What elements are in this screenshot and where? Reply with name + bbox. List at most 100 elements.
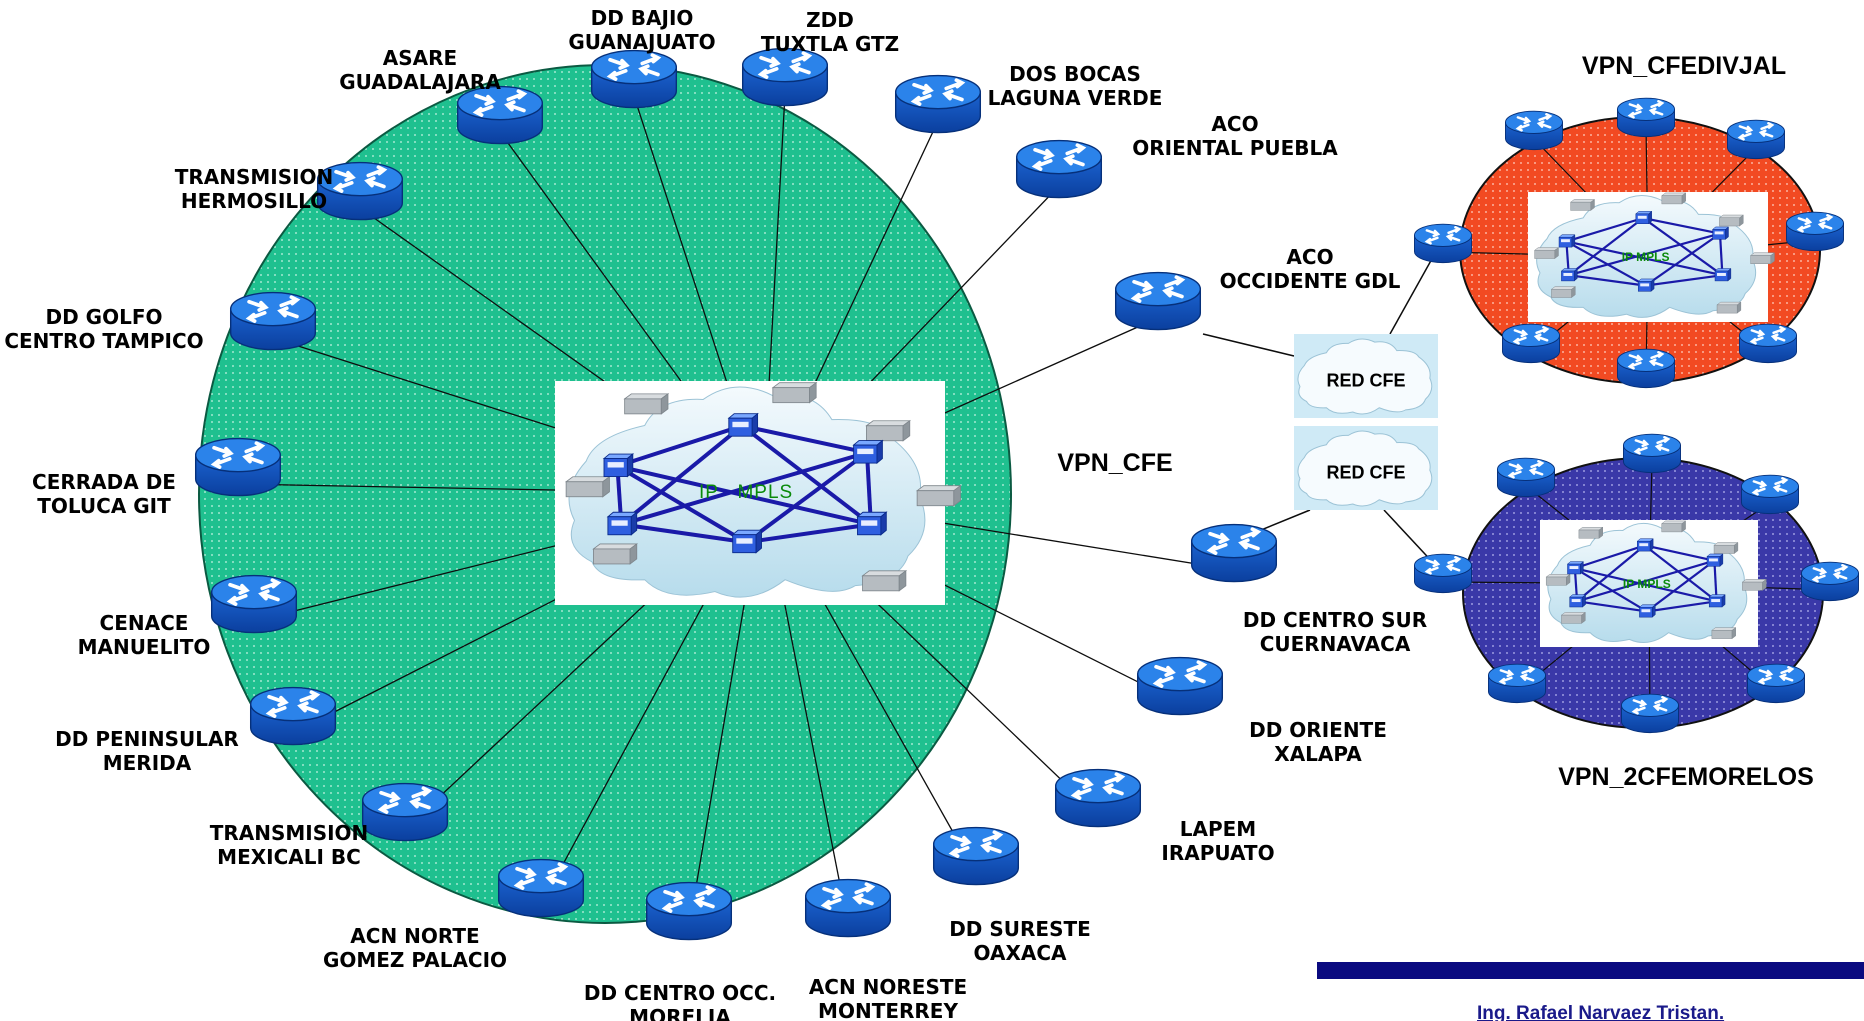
site-label-line: ACO xyxy=(1211,112,1259,136)
mpls-switch-icon xyxy=(1558,234,1576,248)
mpls-link xyxy=(616,464,748,545)
gray-switch-icon xyxy=(916,485,961,507)
mpls-link xyxy=(745,522,872,545)
site-label-line: DD ORIENTE xyxy=(1249,718,1387,742)
router-icon xyxy=(1496,456,1556,498)
gray-switch-icon xyxy=(1545,574,1571,586)
router-icon xyxy=(1053,767,1143,829)
router-icon xyxy=(893,73,983,135)
router-icon xyxy=(1413,552,1473,594)
gray-switch-icon xyxy=(1551,286,1576,298)
site-label-line: CUERNAVACA xyxy=(1259,632,1411,656)
router-icon xyxy=(803,877,893,939)
mpls-link xyxy=(1568,232,1721,277)
gray-switch-icon xyxy=(772,382,817,404)
site-label-line: ZDD xyxy=(806,8,854,32)
site-label-line: DD SURESTE xyxy=(949,917,1091,941)
site-label-line: TRANSMISION xyxy=(174,165,334,189)
site-label-line: ASARE xyxy=(382,46,458,70)
mpls-link xyxy=(1574,567,1648,613)
mpls-link xyxy=(1644,544,1715,562)
site-label-line: IRAPUATO xyxy=(1161,841,1275,865)
mpls-switch-icon xyxy=(1714,268,1732,282)
gray-switch-icon xyxy=(1711,627,1736,639)
site-label-line: ACN NORESTE xyxy=(808,975,968,999)
author-credit: Ing. Rafael Narvaez Tristan. xyxy=(1477,1003,1725,1021)
mpls-switch-icon xyxy=(1637,538,1654,552)
site-label-line: MEXICALI BC xyxy=(217,845,361,869)
site-label-line: CERRADA DE xyxy=(32,470,176,494)
site-label-line: DD GOLFO xyxy=(45,305,163,329)
gray-switch-icon xyxy=(1750,252,1775,264)
gray-switch-icon xyxy=(1716,301,1742,314)
vpn-cfe-title: VPN_CFE xyxy=(1057,449,1173,477)
red-cfe-label: RED CFE xyxy=(1326,462,1406,483)
mpls-link xyxy=(621,522,747,545)
mpls-core-label: IP MPLS xyxy=(1622,576,1671,591)
mpls-link xyxy=(741,423,868,455)
site-label: DD CENTRO OCC.MORELIA xyxy=(584,981,776,1021)
gray-switch-icon xyxy=(1561,612,1586,624)
site-label-line: GOMEZ PALACIO xyxy=(322,948,508,972)
mpls-switch-icon xyxy=(1637,278,1655,292)
site-label-line: MONTERREY xyxy=(818,999,958,1021)
site-label-line: ACO xyxy=(1286,245,1334,269)
mpls-switch-icon xyxy=(1567,561,1584,575)
gray-switch-icon xyxy=(1713,542,1739,554)
site-label-line: DD PENINSULAR xyxy=(55,727,239,751)
link-to-vpn-jal xyxy=(1389,247,1439,335)
gray-switch-icon xyxy=(1570,199,1595,211)
site-label-line: MERIDA xyxy=(102,751,192,775)
mpls-link xyxy=(616,464,872,527)
mpls-switch-icon xyxy=(728,413,759,437)
router-icon xyxy=(1113,270,1203,332)
router-icon xyxy=(1135,655,1225,717)
mpls-link xyxy=(740,424,873,526)
link-to-red-cfe xyxy=(1202,333,1295,357)
mpls-link xyxy=(620,424,744,526)
mpls-link xyxy=(1642,216,1721,235)
mpls-link xyxy=(1642,217,1724,277)
mpls-link xyxy=(1644,232,1721,287)
site-label-line: MORELIA xyxy=(629,1005,731,1021)
gray-switch-icon xyxy=(1578,527,1603,539)
mpls-link xyxy=(1645,274,1723,287)
site-label-line: OCCIDENTE GDL xyxy=(1219,269,1401,293)
router-icon xyxy=(740,46,830,108)
mpls-link xyxy=(1574,544,1645,570)
gray-switch-icon xyxy=(593,543,638,565)
site-label-line: DD CENTRO SUR xyxy=(1242,608,1428,632)
site-label-line: GUANAJUATO xyxy=(568,30,716,54)
site-label-line: GUADALAJARA xyxy=(339,70,501,94)
router-icon xyxy=(1616,347,1676,389)
site-label-line: ORIENTAL PUEBLA xyxy=(1132,136,1338,160)
site-label-line: CENACE xyxy=(99,611,189,635)
red-cfe-label: RED CFE xyxy=(1326,370,1406,391)
router-icon xyxy=(193,436,283,498)
site-label-line: TUXTLA GTZ xyxy=(760,32,900,56)
mpls-link xyxy=(1643,544,1718,603)
mpls-switch-icon xyxy=(1635,211,1652,224)
site-label-line: ACN NORTE xyxy=(350,924,480,948)
gray-switch-icon xyxy=(1719,214,1744,227)
mpls-core-label: IP MPLS xyxy=(1621,250,1670,264)
router-icon xyxy=(1746,662,1806,704)
site-label-line: TRANSMISION xyxy=(209,821,369,845)
red-cfe-cloud xyxy=(1297,338,1433,415)
footer-bar xyxy=(1317,962,1864,979)
site-label-line: DD BAJIO xyxy=(590,6,694,30)
gray-switch-icon xyxy=(1661,192,1686,205)
mpls-switch-icon xyxy=(1706,553,1724,567)
site-label-line: CENTRO TAMPICO xyxy=(4,329,204,353)
